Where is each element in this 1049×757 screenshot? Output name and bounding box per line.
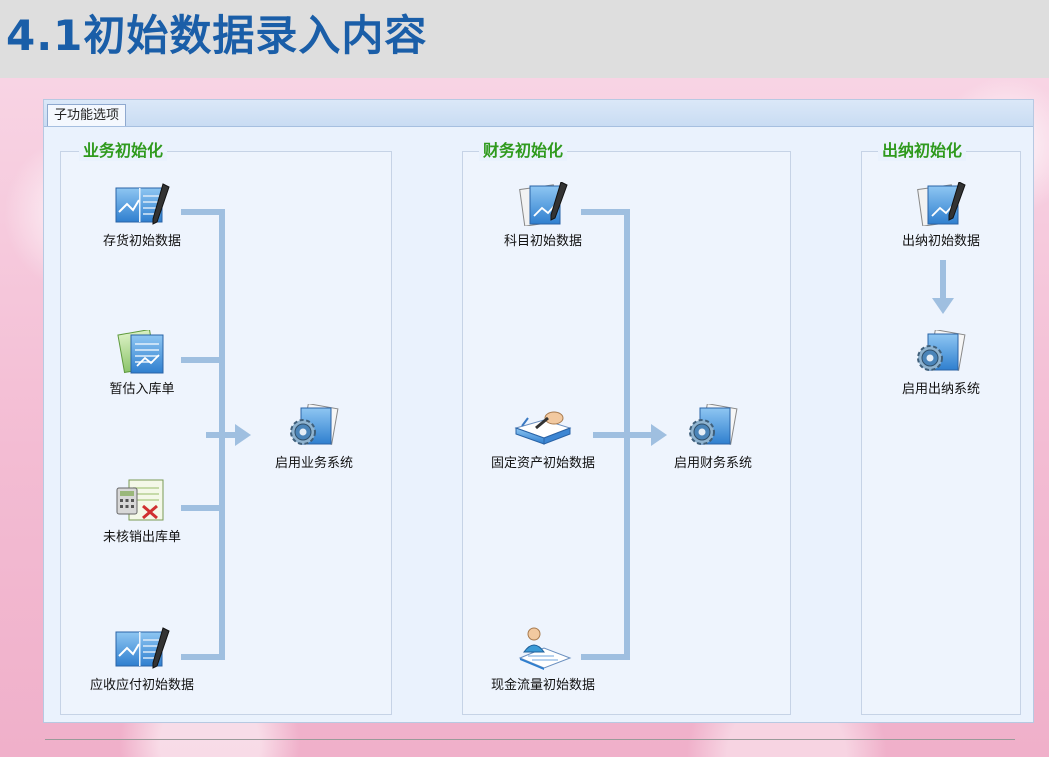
item-label: 存货初始数据 <box>102 234 181 249</box>
item-account-initial-data[interactable]: 科目初始数据 <box>478 182 608 249</box>
documents-icon <box>113 330 171 374</box>
item-label: 固定资产初始数据 <box>490 456 595 471</box>
group-finance-init: 财务初始化 科目初始数据 固定资产初始数据 现金流量初始数据 启用财务系统 <box>462 141 791 715</box>
gear-doc-icon <box>684 404 742 448</box>
tab-strip: 子功能选项 <box>44 100 1033 127</box>
item-estimated-receipt[interactable]: 暂估入库单 <box>77 330 207 397</box>
title-bar: 4.1初始数据录入内容 <box>0 0 1049 78</box>
notebook-pen-icon <box>113 182 171 226</box>
item-label: 启用业务系统 <box>274 456 353 471</box>
item-enable-business-system[interactable]: 启用业务系统 <box>249 404 379 471</box>
item-label: 未核销出库单 <box>102 530 181 545</box>
group-title-cashier: 出纳初始化 <box>878 141 967 161</box>
group-business-init: 业务初始化 存货初始数据 暂估入库单 未核销出库单 应收应付初始数据 <box>60 141 392 715</box>
item-cashier-initial-data[interactable]: 出纳初始数据 <box>876 182 1006 249</box>
group-title-finance: 财务初始化 <box>479 141 568 161</box>
clipboard-pen-icon <box>912 182 970 226</box>
item-label: 现金流量初始数据 <box>490 678 595 693</box>
sub-function-window: 子功能选项 业务初始化 存货初始数据 暂估入库单 未核销出库单 <box>43 99 1034 723</box>
item-enable-cashier-system[interactable]: 启用出纳系统 <box>876 330 1006 397</box>
gear-doc-icon <box>912 330 970 374</box>
item-ar-ap-initial-data[interactable]: 应收应付初始数据 <box>77 626 207 693</box>
group-title-business: 业务初始化 <box>79 141 168 161</box>
clipboard-pen-icon <box>514 182 572 226</box>
item-cash-flow-initial-data[interactable]: 现金流量初始数据 <box>478 626 608 693</box>
calculator-doc-icon <box>113 478 171 522</box>
item-label: 应收应付初始数据 <box>89 678 194 693</box>
item-label: 暂估入库单 <box>109 382 175 397</box>
footer-divider <box>45 739 1015 740</box>
item-inventory-initial-data[interactable]: 存货初始数据 <box>77 182 207 249</box>
gear-doc-icon <box>285 404 343 448</box>
item-label: 启用出纳系统 <box>901 382 980 397</box>
item-fixed-asset-initial-data[interactable]: 固定资产初始数据 <box>478 404 608 471</box>
notebook-pen-icon <box>113 626 171 670</box>
item-label: 启用财务系统 <box>673 456 752 471</box>
item-label: 出纳初始数据 <box>901 234 980 249</box>
tab-sub-function-options[interactable]: 子功能选项 <box>47 104 127 126</box>
hand-writing-icon <box>514 404 572 448</box>
person-doc-icon <box>514 626 572 670</box>
item-unverified-outbound[interactable]: 未核销出库单 <box>77 478 207 545</box>
page-title: 4.1初始数据录入内容 <box>6 11 428 60</box>
group-cashier-init: 出纳初始化 出纳初始数据 启用出纳系统 <box>861 141 1021 715</box>
item-enable-finance-system[interactable]: 启用财务系统 <box>648 404 778 471</box>
item-label: 科目初始数据 <box>503 234 582 249</box>
